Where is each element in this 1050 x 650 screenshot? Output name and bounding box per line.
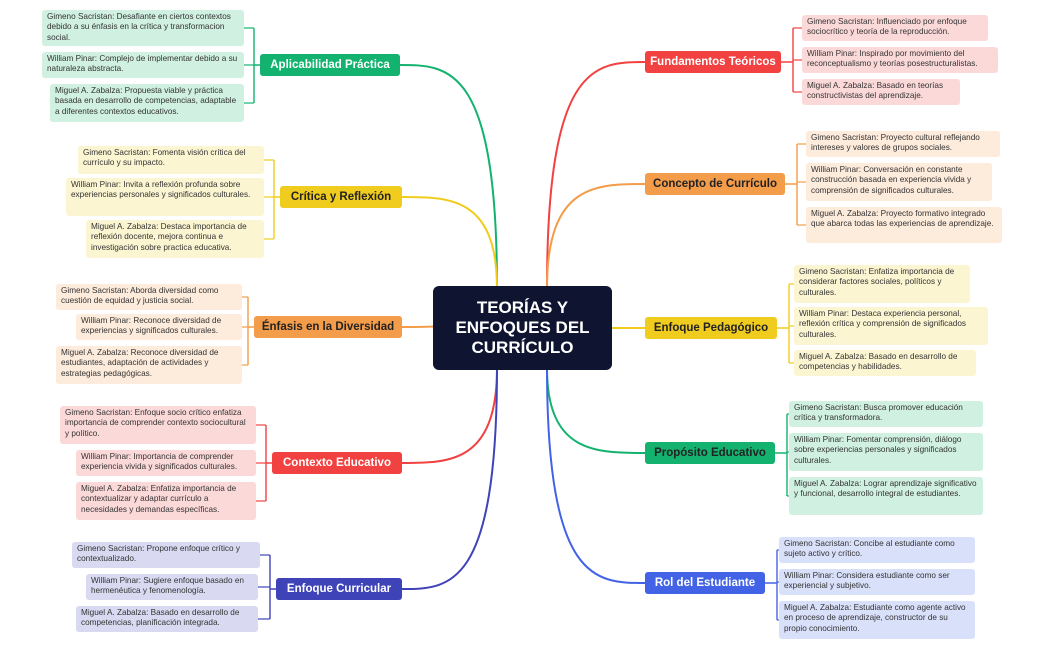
leaf-note: Gimeno Sacristan: Busca promover educaci… xyxy=(789,401,983,427)
leaf-note: Gimeno Sacristan: Influenciado por enfoq… xyxy=(802,15,988,41)
leaf-note: Miguel A. Zabalza: Basado en teorías con… xyxy=(802,79,960,105)
leaf-note: William Pinar: Destaca experiencia perso… xyxy=(794,307,988,345)
central-topic: TEORÍAS Y ENFOQUES DEL CURRÍCULO xyxy=(433,286,612,370)
leaf-note: Miguel A. Zabalza: Basado en desarrollo … xyxy=(794,350,976,376)
leaf-note: Miguel A. Zabalza: Propuesta viable y pr… xyxy=(50,84,244,122)
leaf-note: William Pinar: Conversación en constante… xyxy=(806,163,992,201)
leaf-bracket xyxy=(777,284,790,363)
leaf-note: William Pinar: Considera estudiante como… xyxy=(779,569,975,595)
leaf-note: William Pinar: Fomentar comprensión, diá… xyxy=(789,433,983,471)
leaf-note: Gimeno Sacristan: Enfatiza importancia d… xyxy=(794,265,970,303)
leaf-note: Miguel A. Zabalza: Proyecto formativo in… xyxy=(806,207,1002,243)
leaf-note: Miguel A. Zabalza: Estudiante como agent… xyxy=(779,601,975,639)
branch-8[interactable]: Enfoque Pedagógico xyxy=(645,317,777,339)
leaf-note: Gimeno Sacristan: Desafiante en ciertos … xyxy=(42,10,244,46)
branch-9[interactable]: Propósito Educativo xyxy=(645,442,775,464)
leaf-note: Miguel A. Zabalza: Lograr aprendizaje si… xyxy=(789,477,983,515)
leaf-note: William Pinar: Sugiere enfoque basado en… xyxy=(86,574,258,600)
leaf-note: William Pinar: Invita a reflexión profun… xyxy=(66,178,264,216)
branch-7[interactable]: Concepto de Currículo xyxy=(645,173,785,195)
leaf-note: William Pinar: Inspirado por movimiento … xyxy=(802,47,998,73)
leaf-bracket xyxy=(765,550,778,620)
branch-4[interactable]: Contexto Educativo xyxy=(272,452,402,474)
leaf-note: Miguel A. Zabalza: Basado en desarrollo … xyxy=(76,606,258,632)
leaf-note: Gimeno Sacristan: Fomenta visión crítica… xyxy=(78,146,264,174)
leaf-note: Gimeno Sacristan: Proyecto cultural refl… xyxy=(806,131,1000,157)
leaf-note: William Pinar: Reconoce diversidad de ex… xyxy=(76,314,242,340)
leaf-note: Gimeno Sacristan: Aborda diversidad como… xyxy=(56,284,242,310)
leaf-note: Miguel A. Zabalza: Enfatiza importancia … xyxy=(76,482,256,520)
leaf-note: Miguel A. Zabalza: Destaca importancia d… xyxy=(86,220,264,258)
branch-connector xyxy=(399,64,498,289)
leaf-note: Gimeno Sacristan: Propone enfoque crític… xyxy=(72,542,260,568)
branch-connector xyxy=(546,61,646,289)
branch-connector xyxy=(546,367,646,584)
branch-connector xyxy=(401,367,498,464)
branch-5[interactable]: Enfoque Curricular xyxy=(276,578,402,600)
leaf-bracket xyxy=(247,297,254,365)
leaf-note: William Pinar: Importancia de comprender… xyxy=(76,450,256,476)
leaf-bracket xyxy=(781,28,794,92)
branch-connector xyxy=(546,183,646,289)
leaf-note: William Pinar: Complejo de implementar d… xyxy=(42,52,244,78)
leaf-note: Gimeno Sacristan: Concibe al estudiante … xyxy=(779,537,975,563)
leaf-bracket xyxy=(775,414,788,496)
branch-2[interactable]: Crítica y Reflexión xyxy=(280,186,402,208)
branch-3[interactable]: Énfasis en la Diversidad xyxy=(254,316,402,338)
leaf-note: Miguel A. Zabalza: Reconoce diversidad d… xyxy=(56,346,242,384)
branch-10[interactable]: Rol del Estudiante xyxy=(645,572,765,594)
branch-1[interactable]: Aplicabilidad Práctica xyxy=(260,54,400,76)
branch-connector xyxy=(401,196,498,289)
leaf-bracket xyxy=(273,160,280,239)
leaf-note: Gimeno Sacristan: Enfoque socio crítico … xyxy=(60,406,256,444)
branch-connector xyxy=(401,367,498,590)
branch-6[interactable]: Fundamentos Teóricos xyxy=(645,51,781,73)
branch-connector xyxy=(546,367,646,454)
leaf-bracket xyxy=(785,144,798,225)
